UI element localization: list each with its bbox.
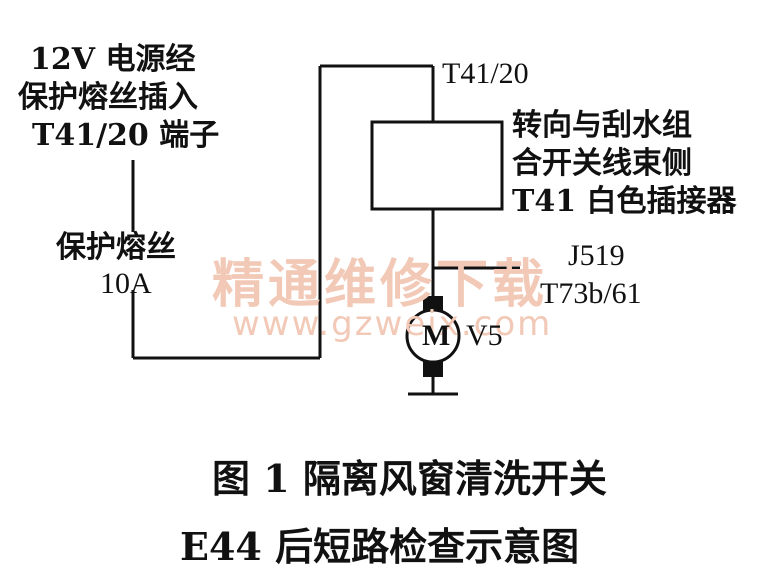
connector-t41-box (370, 120, 504, 211)
fuse-rating: 10A (100, 267, 152, 300)
power-source-label-2: 保护熔丝插入 (18, 80, 198, 115)
figure-caption-line1: 图 1 隔离风窗清洗开关 (212, 456, 607, 501)
figure-caption-line2: E44 后短路检查示意图 (180, 524, 580, 569)
j519-label: J519 (568, 239, 625, 272)
terminal-t41-20-label: T41/20 (442, 57, 529, 90)
motor-m-symbol: M (422, 319, 451, 352)
motor-brush-bottom (423, 361, 443, 377)
fuse-label: 保护熔丝 (56, 230, 176, 265)
connector-desc-1: 转向与刮水组 (512, 108, 692, 143)
motor-v5-label: V5 (466, 319, 503, 352)
connector-desc-2: 合开关线束侧 (512, 146, 692, 181)
j519-terminal: T73b/61 (540, 277, 642, 310)
motor-brush-top (423, 296, 443, 312)
power-source-label-3: T41/20 端子 (32, 118, 220, 153)
watermark-url: www.gzweix.com (232, 304, 553, 344)
connector-desc-3: T41 白色插接器 (512, 184, 737, 219)
watermark-text: 精通维修下载 (212, 255, 549, 315)
power-source-label-1: 12V 电源经 (30, 42, 196, 77)
